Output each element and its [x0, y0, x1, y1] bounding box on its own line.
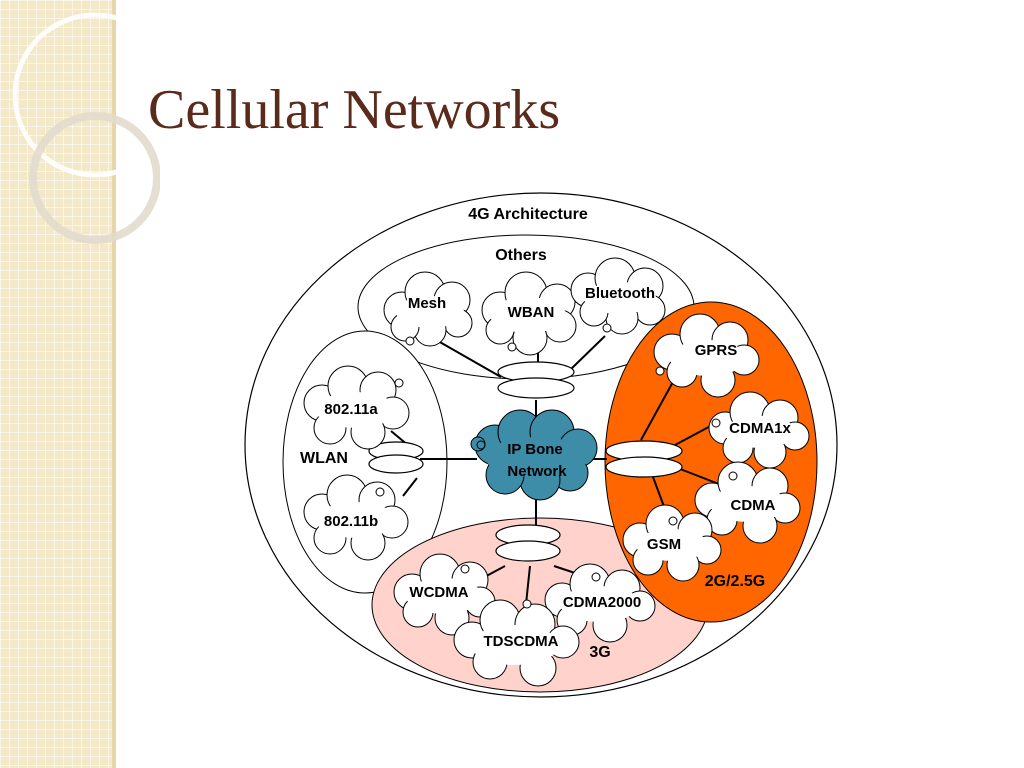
mesh-label: Mesh	[408, 295, 446, 312]
bluetooth-label: Bluetooth	[585, 285, 655, 302]
side-band-edge	[112, 0, 116, 768]
ip-core-cloud-icon	[470, 409, 598, 501]
bluetooth-cloud-icon	[570, 257, 666, 335]
gprs-cloud-icon	[653, 313, 760, 398]
router-hubs	[368, 361, 683, 562]
gsm-cloud-icon	[622, 504, 722, 582]
cdma1x-cloud-icon	[708, 391, 810, 469]
outer-label: 4G Architecture	[468, 206, 588, 223]
802-11b-label: 802.11b	[324, 513, 378, 530]
mesh-cloud-icon	[383, 271, 473, 347]
802-11a-label: 802.11a	[324, 401, 378, 418]
cdma2000-label: CDMA2000	[563, 594, 641, 611]
cdma-label: CDMA	[731, 497, 776, 514]
802-11b-cloud-icon	[303, 474, 409, 561]
wcdma-label: WCDMA	[409, 584, 468, 601]
802-11a-cloud-icon	[303, 365, 410, 450]
wlan-label: WLAN	[300, 450, 348, 467]
core-label-line2: Network	[507, 463, 567, 480]
2g-label: 2G/2.5G	[705, 573, 765, 590]
others-label: Others	[495, 247, 547, 264]
cdma2000-cloud-icon	[544, 563, 656, 643]
gsm-label: GSM	[647, 536, 681, 553]
cdma-cloud-icon	[694, 461, 801, 544]
core-label-line1: IP Bone	[507, 441, 563, 458]
gprs-label: GPRS	[695, 342, 738, 359]
wban-cloud-icon	[481, 271, 577, 356]
tdscdma-label: TDSCDMA	[484, 633, 559, 650]
slide-title: Cellular Networks	[148, 79, 561, 141]
tdscdma-cloud-icon	[453, 599, 580, 687]
wcdma-cloud-icon	[393, 553, 496, 636]
cdma1x-label: CDMA1x	[729, 420, 791, 437]
wban-label: WBAN	[508, 304, 555, 321]
3g-label: 3G	[589, 644, 610, 661]
decorative-circles	[12, 12, 160, 244]
